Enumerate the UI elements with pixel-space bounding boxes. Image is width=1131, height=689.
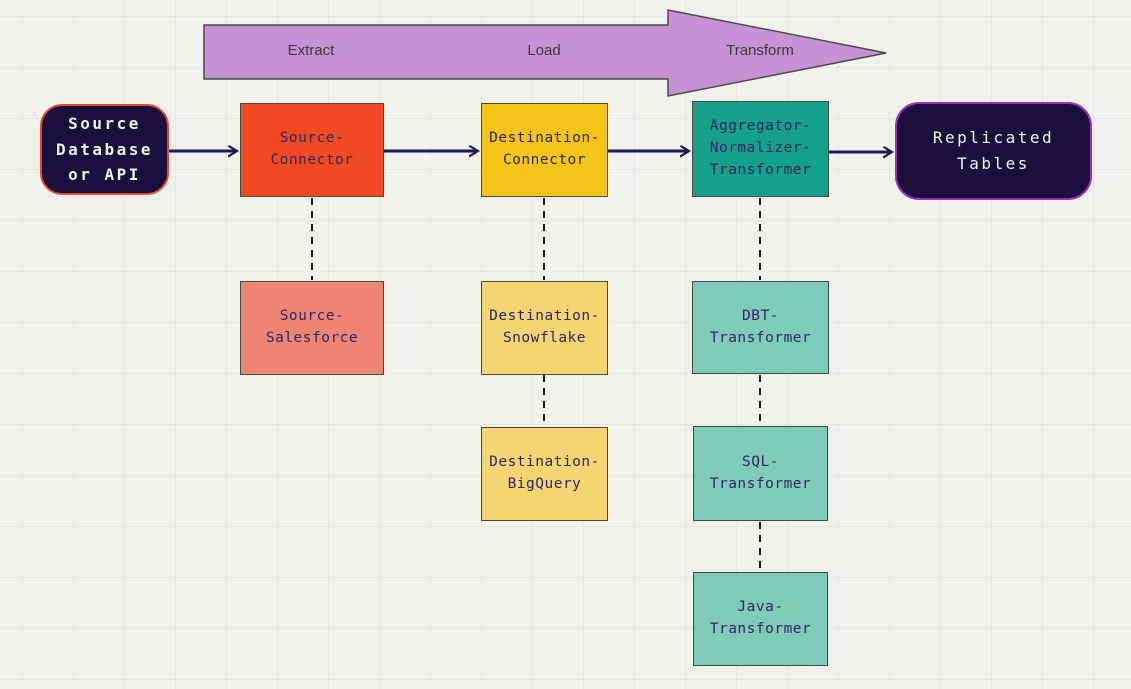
node-source-database: Source Database or API xyxy=(40,104,169,195)
node-destination-snowflake: Destination- Snowflake xyxy=(481,281,608,375)
banner-stage-transform: Transform xyxy=(726,42,794,59)
node-replicated-tables: Replicated Tables xyxy=(895,102,1092,200)
node-sql-transformer: SQL- Transformer xyxy=(693,426,828,521)
node-java-transformer: Java- Transformer xyxy=(693,572,828,666)
banner-stage-extract: Extract xyxy=(287,42,335,59)
node-dbt-transformer: DBT- Transformer xyxy=(692,281,829,374)
node-destination-bigquery: Destination- BigQuery xyxy=(481,427,608,521)
banner-stage-load: Load xyxy=(527,42,561,59)
node-source-salesforce: Source- Salesforce xyxy=(240,281,384,375)
elt-banner-arrow-shape xyxy=(203,9,887,97)
node-aggregator-normalizer-transformer: Aggregator- Normalizer- Transformer xyxy=(692,101,829,197)
node-source-connector: Source- Connector xyxy=(240,103,384,197)
node-destination-connector: Destination- Connector xyxy=(481,103,608,197)
